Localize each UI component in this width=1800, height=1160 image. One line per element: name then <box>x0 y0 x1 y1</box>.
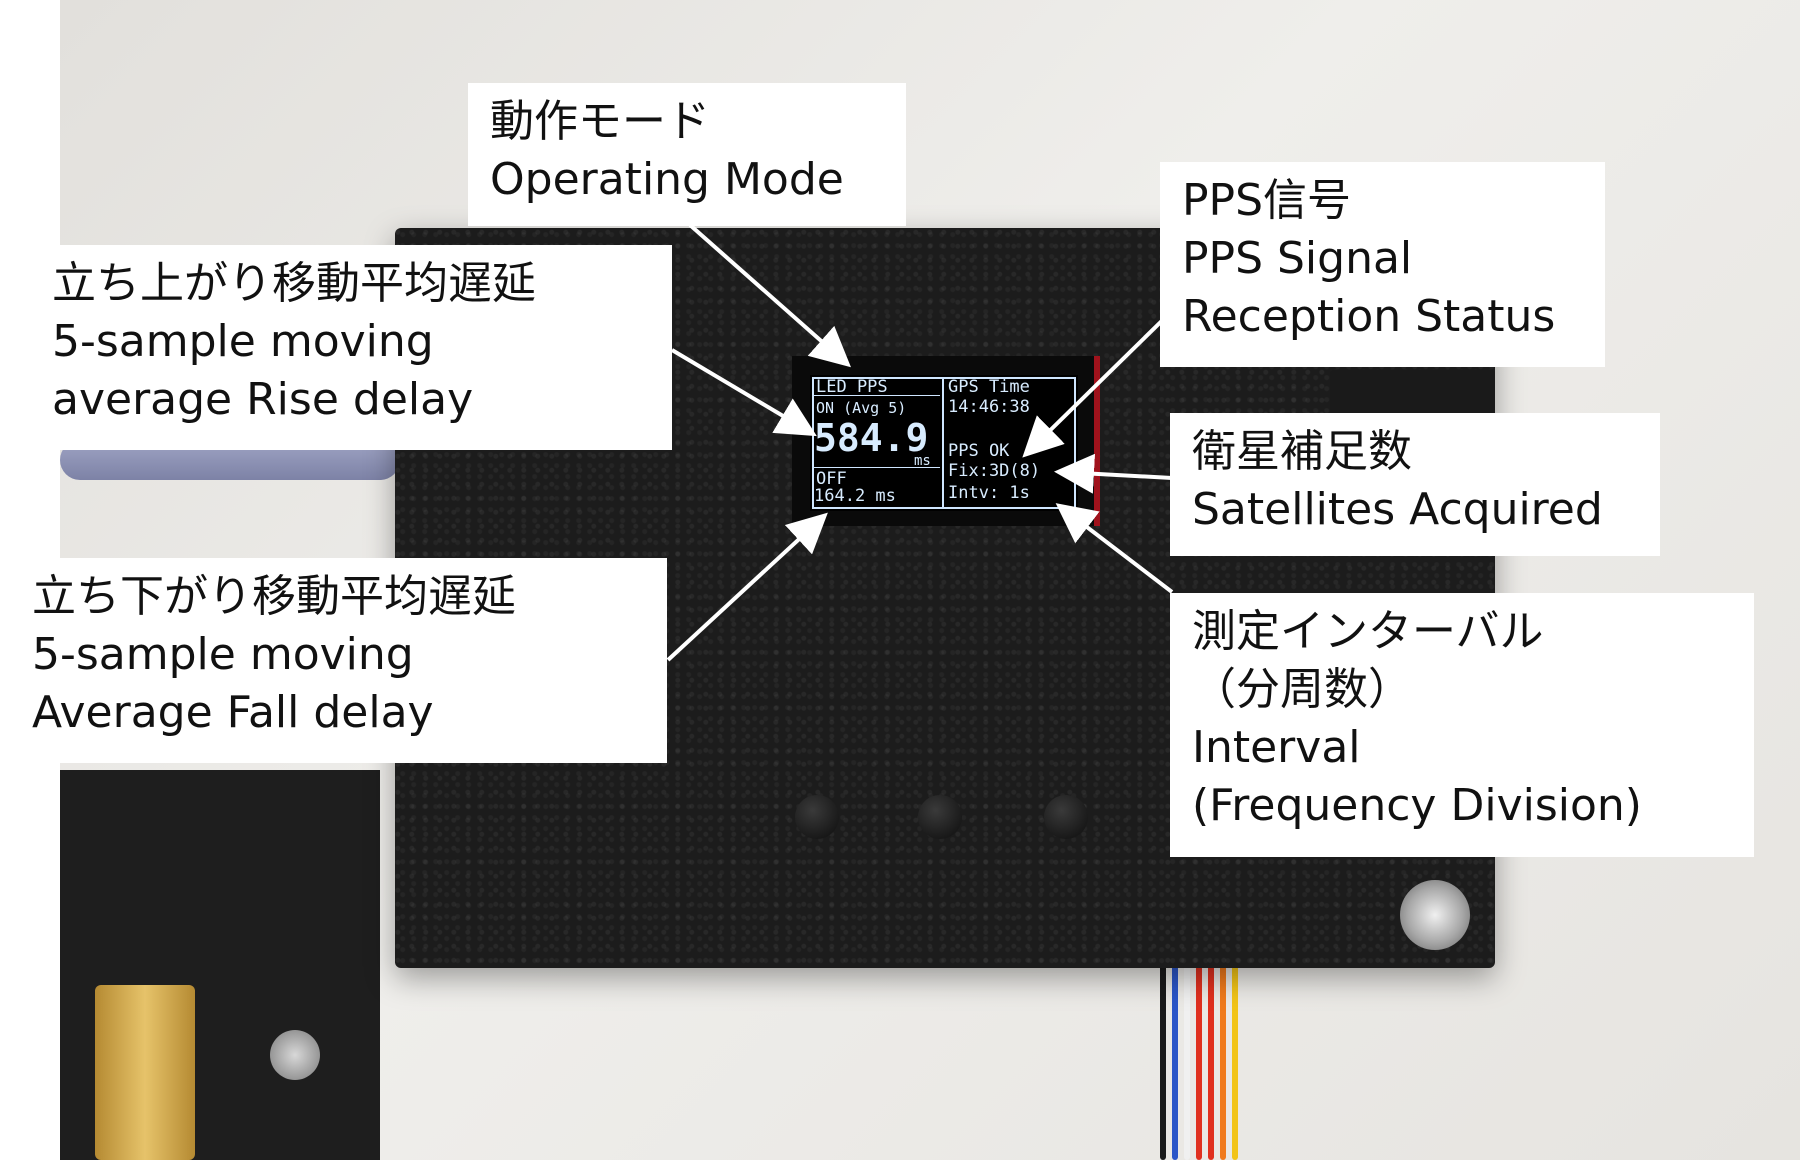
label-operating-mode: 動作モード Operating Mode <box>468 83 906 226</box>
oled-pps-status: PPS OK <box>948 441 1010 461</box>
oled-off-label: OFF <box>816 469 847 489</box>
oled-divider-bottom <box>812 467 940 468</box>
arrow-rise-delay <box>670 348 817 437</box>
label-rise-delay-jp: 立ち上がり移動平均遅延 <box>52 258 536 309</box>
label-operating-mode-jp: 動作モード <box>490 96 710 147</box>
arrow-satellites <box>1054 453 1173 494</box>
oled-gps-time-label: GPS Time <box>948 377 1030 397</box>
arrow-fall-delay <box>666 512 828 662</box>
oled-rise-unit: ms <box>914 453 931 469</box>
sma-connector <box>95 985 195 1160</box>
label-pps-signal-en1: PPS Signal <box>1182 233 1413 284</box>
oled-display: LED PPS ON (Avg 5) 584.9 ms OFF 164.2 ms… <box>810 375 1078 511</box>
label-pps-signal-jp: PPS信号 <box>1182 175 1351 226</box>
wire <box>1184 960 1190 1160</box>
arrow-pps-signal <box>1022 306 1177 458</box>
label-fall-delay-en1: 5-sample moving <box>32 629 414 680</box>
wire <box>1196 960 1202 1160</box>
arrow-operating-mode <box>688 223 851 368</box>
wire <box>1160 960 1166 1160</box>
label-interval-jp1: 測定インターバル <box>1192 606 1544 657</box>
enclosure-screw <box>1400 880 1470 950</box>
device-button-center[interactable] <box>918 795 962 839</box>
label-interval: 測定インターバル （分周数） Interval (Frequency Divis… <box>1170 593 1754 857</box>
label-rise-delay: 立ち上がり移動平均遅延 5-sample moving average Rise… <box>30 245 672 450</box>
wire <box>1172 960 1178 1160</box>
oled-fall-value: 164.2 ms <box>814 486 896 506</box>
label-rise-delay-en2: average Rise delay <box>52 374 474 425</box>
oled-gps-time-value: 14:46:38 <box>948 397 1030 417</box>
wire <box>1232 960 1238 1160</box>
oled-frame-right <box>942 377 1076 509</box>
label-satellites-en: Satellites Acquired <box>1192 484 1603 535</box>
device-button-left[interactable] <box>795 795 839 839</box>
oled-fix: Fix:3D(8) <box>948 461 1041 481</box>
oled-on-label: ON (Avg 5) <box>816 399 907 417</box>
wire <box>1208 960 1214 1160</box>
device-button-right[interactable] <box>1044 795 1088 839</box>
oled-divider-top <box>812 395 940 396</box>
label-interval-en2: (Frequency Division) <box>1192 780 1642 831</box>
label-fall-delay: 立ち下がり移動平均遅延 5-sample moving Average Fall… <box>10 558 667 763</box>
label-satellites: 衛星補足数 Satellites Acquired <box>1170 413 1660 556</box>
oled-rise-value: 584.9 <box>814 416 929 460</box>
label-fall-delay-en2: Average Fall delay <box>32 687 434 738</box>
label-operating-mode-en: Operating Mode <box>490 154 844 205</box>
bracket-screw <box>270 1030 320 1080</box>
wire <box>1220 960 1226 1160</box>
label-interval-en1: Interval <box>1192 722 1361 773</box>
label-interval-jp2: （分周数） <box>1192 664 1412 715</box>
oled-mode: LED PPS <box>816 377 888 397</box>
label-fall-delay-jp: 立ち下がり移動平均遅延 <box>32 571 516 622</box>
label-pps-signal: PPS信号 PPS Signal Reception Status <box>1160 162 1605 367</box>
label-rise-delay-en1: 5-sample moving <box>52 316 434 367</box>
label-pps-signal-en2: Reception Status <box>1182 291 1556 342</box>
oled-interval: Intv: 1s <box>948 483 1030 503</box>
arrow-interval <box>1055 503 1174 594</box>
label-satellites-jp: 衛星補足数 <box>1192 426 1412 477</box>
